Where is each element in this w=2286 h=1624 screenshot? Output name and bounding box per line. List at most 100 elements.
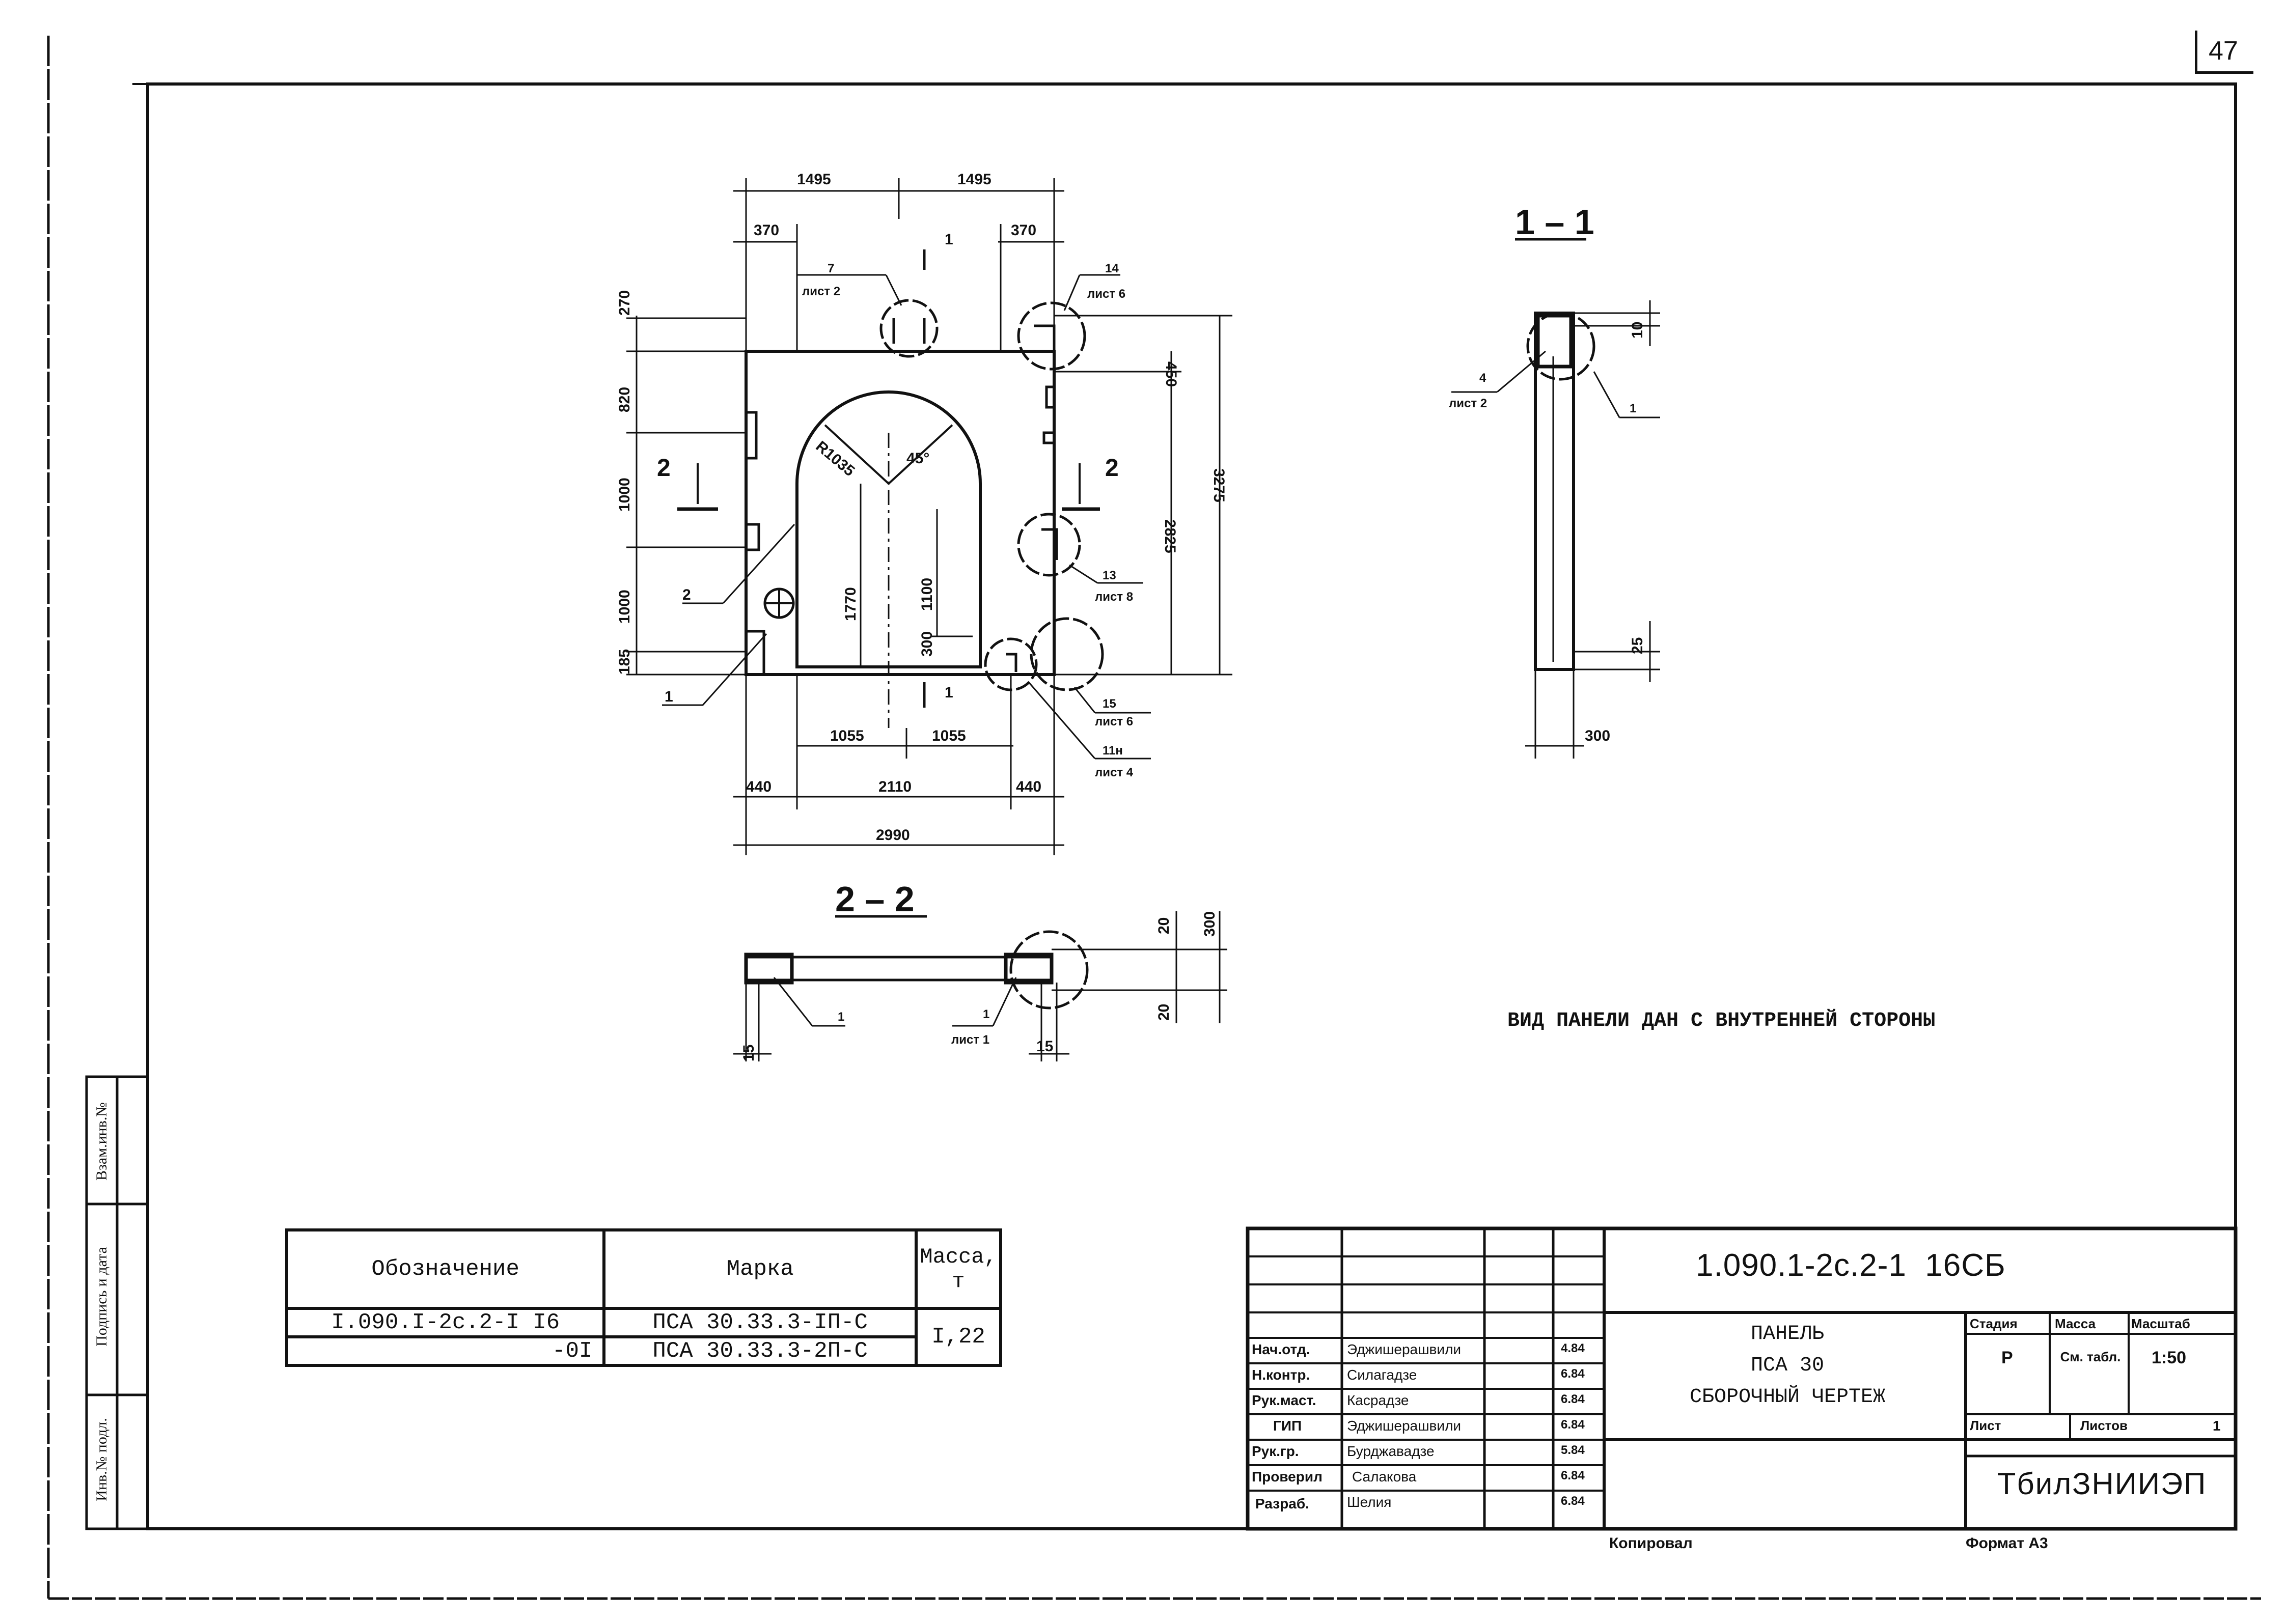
svg-text:2825: 2825: [1162, 519, 1178, 553]
stage-label: Стадия: [1970, 1316, 2018, 1331]
svg-text:20: 20: [1155, 917, 1172, 934]
svg-text:лист 2: лист 2: [1449, 397, 1487, 410]
staff-date: 6.84: [1561, 1367, 1585, 1381]
svg-text:370: 370: [1011, 222, 1036, 239]
front-dimension-lines: [626, 178, 1232, 855]
spec-cell-designation: -0I: [285, 1335, 606, 1367]
svg-text:R1035: R1035: [813, 438, 858, 480]
staff-name: Шелия: [1347, 1494, 1392, 1510]
staff-date: 4.84: [1561, 1341, 1585, 1355]
svg-text:11н: 11н: [1103, 744, 1123, 758]
svg-text:1: 1: [945, 231, 953, 248]
mass-label: Масса: [2055, 1316, 2096, 1331]
svg-text:2: 2: [1105, 455, 1119, 482]
svg-text:370: 370: [754, 222, 779, 239]
staff-role: Рук.гр.: [1252, 1443, 1299, 1459]
staff-name: Силагадзе: [1347, 1367, 1417, 1383]
staff-role: Разраб.: [1255, 1496, 1309, 1511]
svg-text:3275: 3275: [1210, 468, 1227, 502]
svg-text:4: 4: [1479, 371, 1486, 385]
svg-text:1100: 1100: [919, 578, 935, 611]
spec-header-mass: Масса, т: [915, 1228, 1002, 1310]
staff-name: Бурджавадзе: [1347, 1443, 1435, 1459]
svg-text:лист 6: лист 6: [1095, 715, 1133, 729]
view-note: ВИД ПАНЕЛИ ДАН С ВНУТРЕННЕЙ СТОРОНЫ: [1507, 1009, 1935, 1032]
svg-text:300: 300: [1585, 727, 1610, 744]
svg-text:45°: 45°: [906, 450, 929, 467]
table-row: -0I ПСА 30.33.3-2П-С: [285, 1335, 1001, 1367]
sheet-number-box: 47: [2195, 31, 2253, 74]
staff-role: Н.контр.: [1252, 1367, 1310, 1383]
staff-date: 6.84: [1561, 1469, 1585, 1482]
front-dimension-text: 1495 1495 370 370 270 820 1000 1000 185 …: [616, 171, 1227, 844]
sheet-frame: [47, 36, 2261, 1600]
margin-label-sign-date: Подпись и дата: [93, 1247, 110, 1347]
staff-name: Эджишерашвили: [1347, 1341, 1462, 1357]
svg-text:1: 1: [945, 684, 953, 701]
svg-text:1: 1: [665, 688, 673, 705]
spec-cell-mass: I,22: [915, 1307, 1002, 1367]
svg-text:1495: 1495: [957, 171, 991, 188]
table-row: I.090.I-2с.2-I I6 ПСА 30.33.3-IП-С I,22: [285, 1307, 1002, 1367]
scale-value: 1:50: [2152, 1348, 2187, 1367]
svg-text:2: 2: [657, 455, 671, 482]
spec-header-row: Обозначение Марка Масса, т: [285, 1228, 1002, 1310]
sheets-label: Листов: [2080, 1418, 2128, 1433]
svg-text:1000: 1000: [616, 590, 633, 624]
svg-text:2: 2: [682, 586, 691, 603]
svg-text:лист 4: лист 4: [1095, 766, 1134, 779]
svg-text:13: 13: [1103, 569, 1116, 582]
svg-text:1000: 1000: [616, 478, 633, 512]
svg-text:300: 300: [1201, 911, 1218, 937]
svg-text:1 – 1: 1 – 1: [1515, 202, 1594, 242]
svg-text:1: 1: [1630, 402, 1636, 415]
svg-text:10: 10: [1629, 322, 1646, 339]
svg-text:300: 300: [919, 631, 935, 657]
svg-text:440: 440: [746, 778, 772, 795]
spec-cell-designation: I.090.I-2с.2-I I6: [285, 1307, 606, 1338]
scale-label: Масштаб: [2131, 1316, 2190, 1331]
drawing-title: ПАНЕЛЬ ПСА 30 СБОРОЧНЫЙ ЧЕРТЕЖ: [1619, 1319, 1956, 1413]
staff-role: Проверил: [1252, 1469, 1323, 1485]
svg-text:1495: 1495: [797, 171, 831, 188]
sheet-number: 47: [2209, 36, 2238, 66]
svg-text:лист 8: лист 8: [1095, 590, 1133, 604]
sheet-label: Лист: [1970, 1418, 2001, 1433]
staff-role: Рук.маст.: [1252, 1392, 1316, 1408]
margin-label-inv-vzam: Взам.инв.№: [93, 1102, 110, 1181]
title-block-grid: [1246, 1226, 2238, 1531]
staff-date: 5.84: [1561, 1443, 1585, 1457]
margin-label-inv-orig: Инв.№ подл.: [93, 1418, 110, 1501]
footer-copied: Копировал: [1609, 1535, 1693, 1552]
svg-text:лист 2: лист 2: [802, 285, 840, 298]
organization: ТбилЗНИИЭП: [1997, 1467, 2207, 1501]
margin-stamp: [85, 1075, 149, 1530]
section-2-2: [733, 911, 1227, 1061]
title-line-1: ПАНЕЛЬ: [1750, 1323, 1825, 1346]
spec-header-mark: Марка: [602, 1228, 918, 1310]
mass-value: См. табл.: [2060, 1349, 2121, 1364]
specification-table: Обозначение Марка Масса, т I.090.I-2с.2-…: [285, 1228, 1002, 1367]
stage-value: Р: [2001, 1348, 2013, 1367]
svg-text:14: 14: [1105, 262, 1119, 275]
document-code: 1.090.1-2с.2-1 16СБ: [1696, 1248, 2006, 1283]
staff-role: Нач.отд.: [1252, 1341, 1310, 1357]
svg-text:270: 270: [616, 290, 633, 316]
staff-date: 6.84: [1561, 1494, 1585, 1508]
svg-text:лист 1: лист 1: [951, 1033, 989, 1047]
svg-text:25: 25: [1629, 637, 1646, 654]
spec-cell-mark: ПСА 30.33.3-2П-С: [602, 1335, 918, 1367]
svg-text:7: 7: [828, 262, 834, 275]
staff-name: Касрадзе: [1347, 1392, 1409, 1408]
title-line-3: СБОРОЧНЫЙ ЧЕРТЕЖ: [1689, 1386, 1886, 1409]
staff-role: ГИП: [1273, 1418, 1302, 1434]
svg-text:820: 820: [616, 387, 633, 412]
spec-header-designation: Обозначение: [285, 1228, 606, 1310]
staff-name: Салакова: [1352, 1469, 1417, 1485]
svg-text:1055: 1055: [830, 727, 864, 744]
spec-cell-mark: ПСА 30.33.3-IП-С: [602, 1307, 918, 1338]
svg-text:15: 15: [1103, 697, 1116, 711]
svg-text:2990: 2990: [876, 827, 910, 844]
svg-text:15: 15: [740, 1045, 757, 1061]
